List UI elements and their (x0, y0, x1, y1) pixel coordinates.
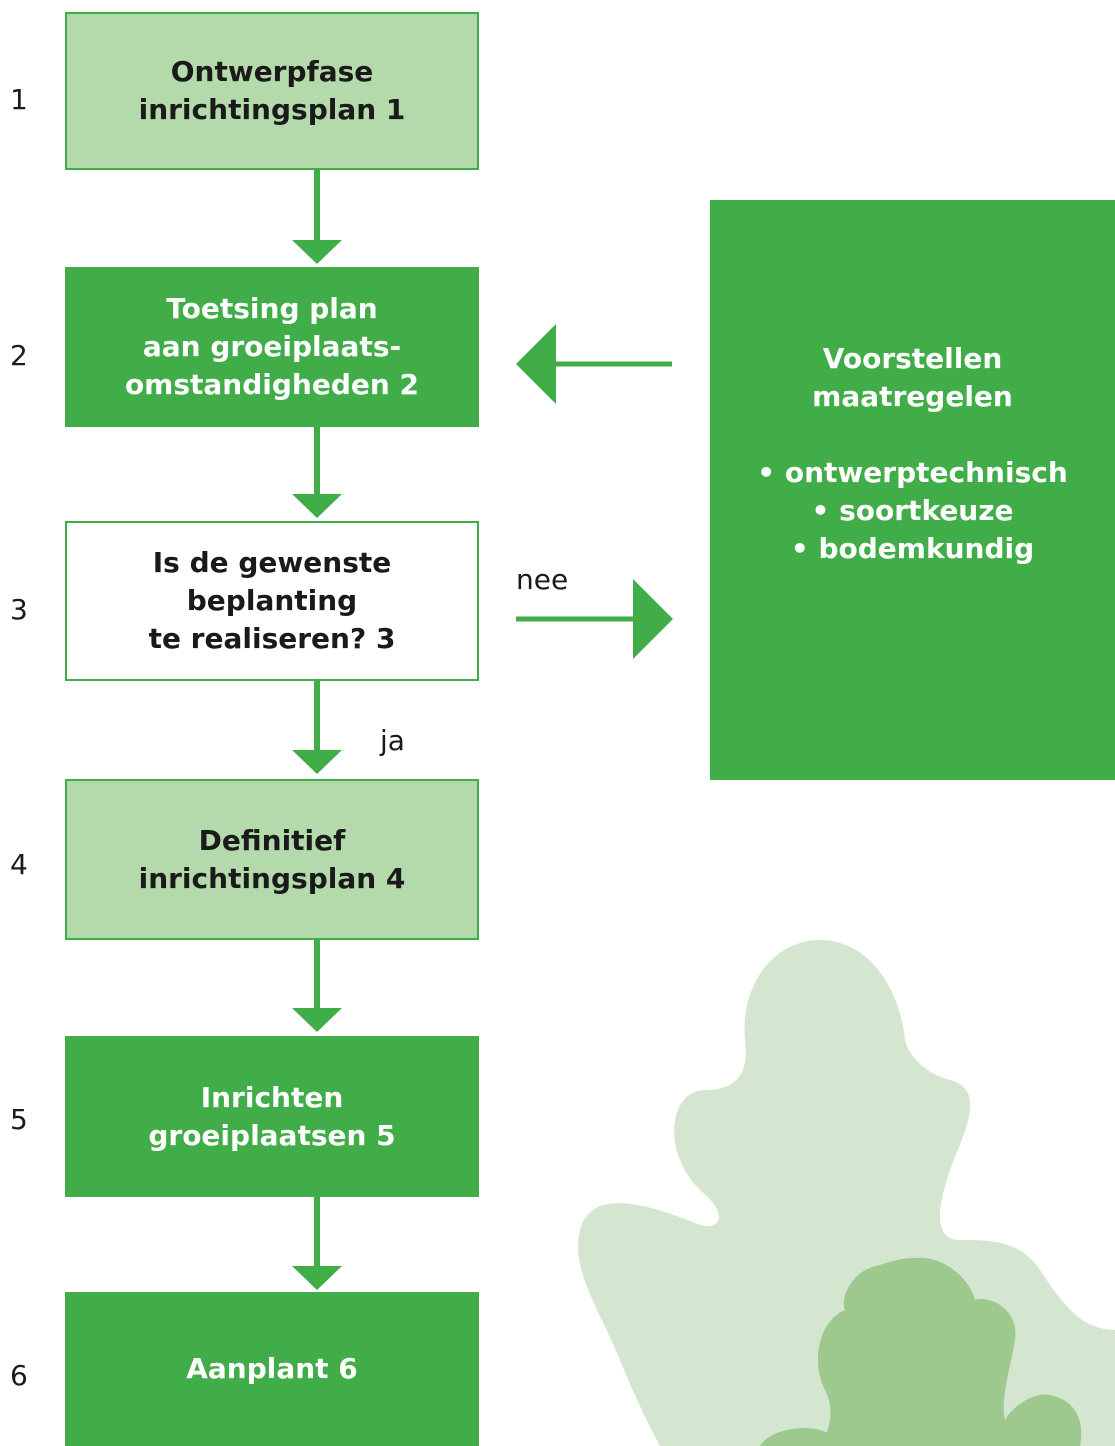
step-number-2: 2 (10, 339, 28, 372)
right-arrow-icon (516, 579, 673, 659)
measures-panel: Voorstellen maatregelen • ontwerptechnis… (710, 200, 1115, 780)
step-number-1: 1 (10, 83, 28, 116)
measures-list: • ontwerptechnisch • soortkeuze • bodemk… (710, 454, 1115, 568)
step-box-5: Inrichten groeiplaatsen 5 (65, 1036, 479, 1197)
leaf-decoration-small (817, 1257, 1082, 1446)
down-arrow-icon-4 (292, 940, 342, 1032)
measures-item: • bodemkundig (790, 532, 1035, 565)
down-arrow-icon-2 (292, 427, 342, 518)
step-box-6-label: Aanplant 6 (186, 1352, 358, 1385)
step-box-4-label: Definitief inrichtingsplan 4 (138, 823, 406, 895)
step-box-6: Aanplant 6 (65, 1292, 479, 1446)
step-box-3-decision: Is de gewenste beplanting te realiseren?… (65, 521, 479, 681)
step-box-1-label: Ontwerpfase inrichtingsplan 1 (138, 55, 406, 126)
step-number-5: 5 (10, 1103, 28, 1136)
step-number-6: 6 (10, 1359, 28, 1392)
step-box-3-label: Is de gewenste beplanting te realiseren?… (148, 546, 396, 655)
down-arrow-icon-1 (292, 170, 342, 264)
measures-item: • soortkeuze (811, 494, 1014, 527)
step-box-2: Toetsing plan aan groeiplaats- omstandig… (65, 267, 479, 427)
measures-item: • ontwerptechnisch (757, 456, 1068, 489)
measures-panel-title: Voorstellen maatregelen (812, 342, 1013, 413)
down-arrow-icon-3 (292, 681, 342, 774)
step-number-3: 3 (10, 593, 28, 626)
step-number-4: 4 (10, 848, 28, 881)
no-label: nee (516, 563, 569, 596)
step-box-4: Definitief inrichtingsplan 4 (65, 779, 479, 940)
leaf-decoration-bottom (760, 1428, 842, 1446)
step-box-2-label: Toetsing plan aan groeiplaats- omstandig… (124, 292, 420, 401)
step-box-5-label: Inrichten groeiplaatsen 5 (148, 1080, 396, 1152)
yes-label: ja (380, 724, 405, 757)
down-arrow-icon-5 (292, 1197, 342, 1290)
left-arrow-icon (516, 324, 672, 404)
step-box-1: Ontwerpfase inrichtingsplan 1 (65, 12, 479, 170)
